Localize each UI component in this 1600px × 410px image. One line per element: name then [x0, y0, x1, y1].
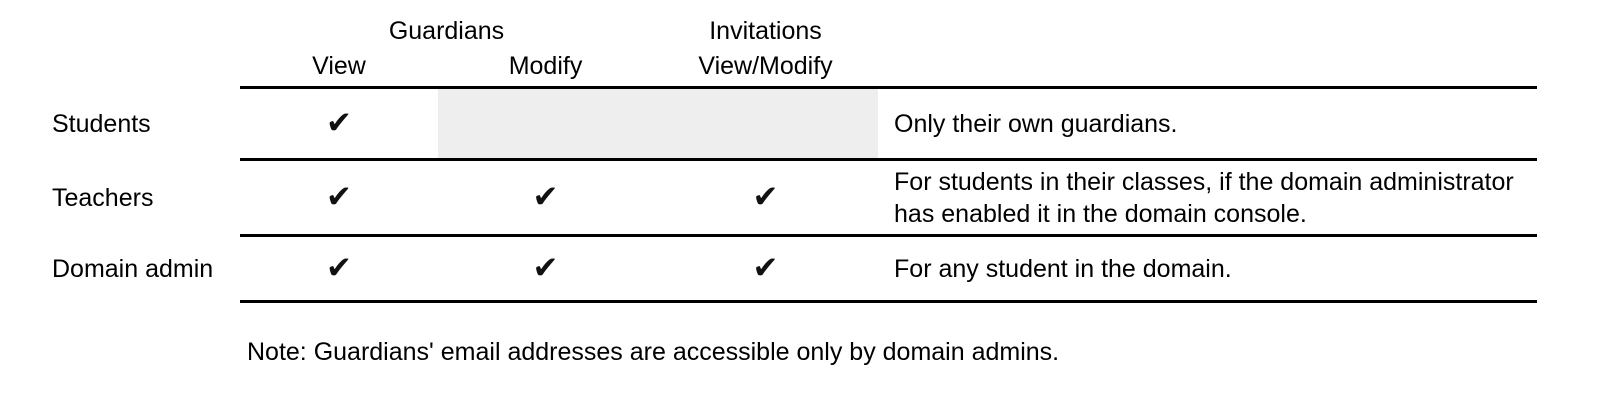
- cell-students-invitations-view-modify: [653, 87, 879, 161]
- column-header-guardians-view: View: [240, 46, 438, 89]
- description-line: For any student in the domain.: [894, 254, 1232, 283]
- check-icon: ✔: [752, 179, 779, 215]
- row-label-domain-admin: Domain admin: [52, 254, 214, 283]
- description-line: For students in their classes, if the do…: [894, 167, 1514, 196]
- permissions-table-wrapper: Guardians Invitations View Modify View/M…: [0, 0, 1538, 303]
- group-header-row: Guardians Invitations: [0, 0, 1537, 46]
- check-icon: ✔: [326, 179, 352, 215]
- column-header-guardians-modify: Modify: [438, 46, 654, 89]
- description-line: has enabled it in the domain console.: [894, 199, 1307, 228]
- check-icon: ✔: [326, 250, 352, 286]
- cell-students-guardians-modify: [438, 87, 654, 161]
- cell-domain-admin-guardians-modify: ✔: [438, 235, 654, 303]
- check-icon: ✔: [532, 179, 559, 215]
- table-header: Guardians Invitations View Modify View/M…: [0, 0, 1538, 89]
- column-header-description: [878, 46, 1538, 89]
- check-icon: ✔: [752, 250, 779, 286]
- group-header-guardians: Guardians: [388, 17, 505, 45]
- cell-students-guardians-view: ✔: [240, 87, 438, 161]
- table-row: Students ✔ Only their own guardians.: [0, 87, 1538, 161]
- column-header-invitations-view-modify: View/Modify: [653, 46, 879, 89]
- table-body: Students ✔ Only their own guardians.: [0, 87, 1538, 303]
- cell-students-description: Only their own guardians.: [878, 87, 1538, 161]
- cell-domain-admin-invitations-view-modify: ✔: [653, 235, 879, 303]
- row-label-students: Students: [52, 109, 151, 138]
- guardian-permissions-table: Guardians Invitations View Modify View/M…: [0, 0, 1538, 303]
- group-header-spacer-right: [878, 0, 1537, 46]
- cell-teachers-guardians-modify: ✔: [438, 159, 654, 237]
- check-icon: ✔: [532, 250, 559, 286]
- column-header-row: View Modify View/Modify: [0, 46, 1538, 89]
- column-header-role: [0, 46, 240, 88]
- table-row: Domain admin ✔ ✔ ✔ For any student in th…: [0, 235, 1538, 303]
- cell-teachers-description: For students in their classes, if the do…: [878, 159, 1538, 237]
- cell-teachers-guardians-view: ✔: [240, 159, 438, 237]
- table-row: Teachers ✔ ✔ ✔ For students in their cla…: [0, 159, 1538, 237]
- cell-teachers-invitations-view-modify: ✔: [653, 159, 879, 237]
- group-header-invitations: Invitations: [709, 17, 822, 45]
- table-note: Note: Guardians' email addresses are acc…: [247, 338, 1060, 366]
- cell-domain-admin-description: For any student in the domain.: [878, 235, 1538, 303]
- check-icon: ✔: [326, 105, 352, 141]
- row-label-teachers: Teachers: [52, 183, 154, 212]
- group-header-spacer: [0, 0, 240, 46]
- cell-domain-admin-guardians-view: ✔: [240, 235, 438, 303]
- description-line: Only their own guardians.: [894, 109, 1178, 138]
